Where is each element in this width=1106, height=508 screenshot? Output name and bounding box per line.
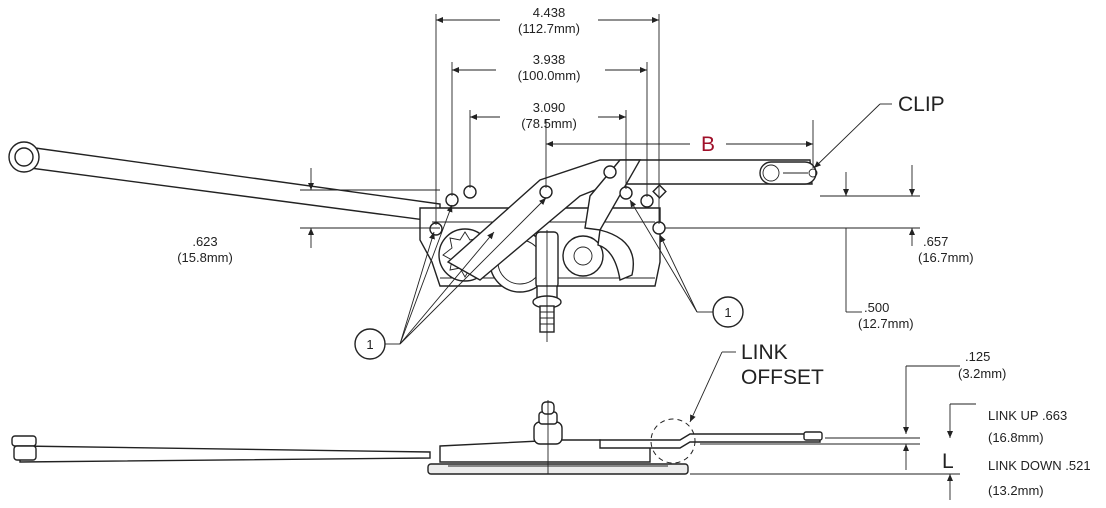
callout-number-right: 1 (724, 305, 731, 320)
dim-657-in: .657 (923, 234, 948, 249)
clip-label: CLIP (898, 93, 945, 116)
dim-3090-mm: (78.5mm) (521, 116, 577, 131)
side-view (11, 351, 976, 500)
l-label: L (942, 450, 954, 473)
dim-125-mm: (3.2mm) (958, 366, 1006, 381)
callout-left (354, 197, 547, 360)
dim-3090-in: 3.090 (533, 100, 566, 115)
dim-500-in: .500 (864, 300, 889, 315)
dim-4438-in: 4.438 (533, 5, 566, 20)
dim-657-mm: (16.7mm) (918, 250, 974, 265)
dim-500-mm: (12.7mm) (858, 316, 914, 331)
dim-3938-mm: (100.0mm) (518, 68, 581, 83)
callout-number-left: 1 (366, 337, 373, 352)
link-offset-label-line1: LINK (741, 341, 788, 364)
dim-3938-in: 3.938 (533, 52, 566, 67)
handle-stem (532, 230, 562, 342)
dim-623-in: .623 (192, 234, 217, 249)
dim-623-mm: (15.8mm) (177, 250, 233, 265)
callout-labels: CLIP B 1 1 LINK OFFSET L LINK UP .663 (1… (366, 93, 1090, 498)
top-view (8, 14, 920, 360)
link-down-label: LINK DOWN .521 (988, 458, 1091, 473)
operator-arm (8, 141, 441, 223)
link-up-label: LINK UP .663 (988, 408, 1067, 423)
callout-right (629, 199, 744, 328)
dimension-labels: 4.438 (112.7mm) 3.938 (100.0mm) 3.090 (7… (177, 5, 1006, 381)
link-offset-marker (650, 418, 696, 464)
clip-leader (813, 103, 881, 169)
link-up-mm: (16.8mm) (988, 430, 1044, 445)
link-down-mm: (13.2mm) (988, 483, 1044, 498)
dim-4438-mm: (112.7mm) (518, 21, 580, 36)
dim-125-in: .125 (965, 349, 990, 364)
dimension-lines (300, 14, 920, 313)
link-offset-label-line2: OFFSET (741, 366, 824, 389)
dimension-b-label: B (701, 133, 715, 156)
